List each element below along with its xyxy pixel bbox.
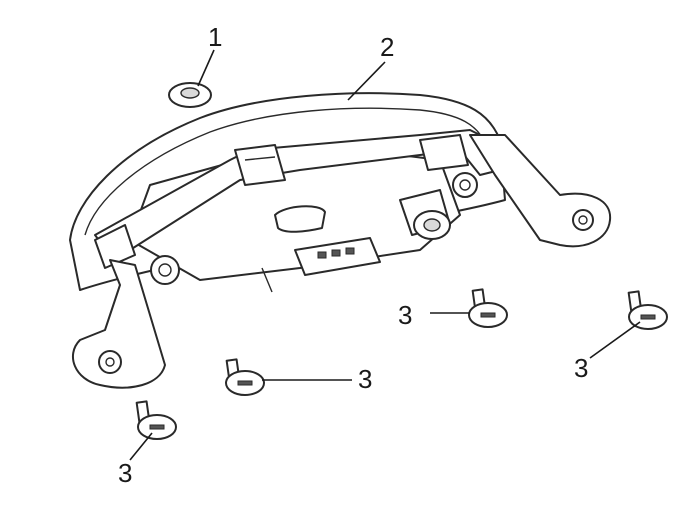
callout-screw-a: 3 <box>398 300 413 330</box>
housing-assembly <box>69 92 612 389</box>
screw-part-c <box>225 358 265 396</box>
callout-screw-d: 3 <box>118 458 133 488</box>
callout-housing: 2 <box>380 32 395 62</box>
screw-part-d <box>135 400 177 440</box>
callout-washer: 1 <box>208 22 223 52</box>
screw-part-b <box>627 290 668 330</box>
callout-screw-b: 3 <box>574 353 589 383</box>
leader-1 <box>197 49 215 87</box>
washer-part <box>168 82 212 108</box>
screw-part-a <box>468 288 508 328</box>
callout-screw-c: 3 <box>358 364 373 394</box>
leader-3b <box>589 321 641 359</box>
leader-2 <box>347 61 386 101</box>
leader-lines <box>129 49 641 461</box>
leader-3d <box>129 432 153 461</box>
